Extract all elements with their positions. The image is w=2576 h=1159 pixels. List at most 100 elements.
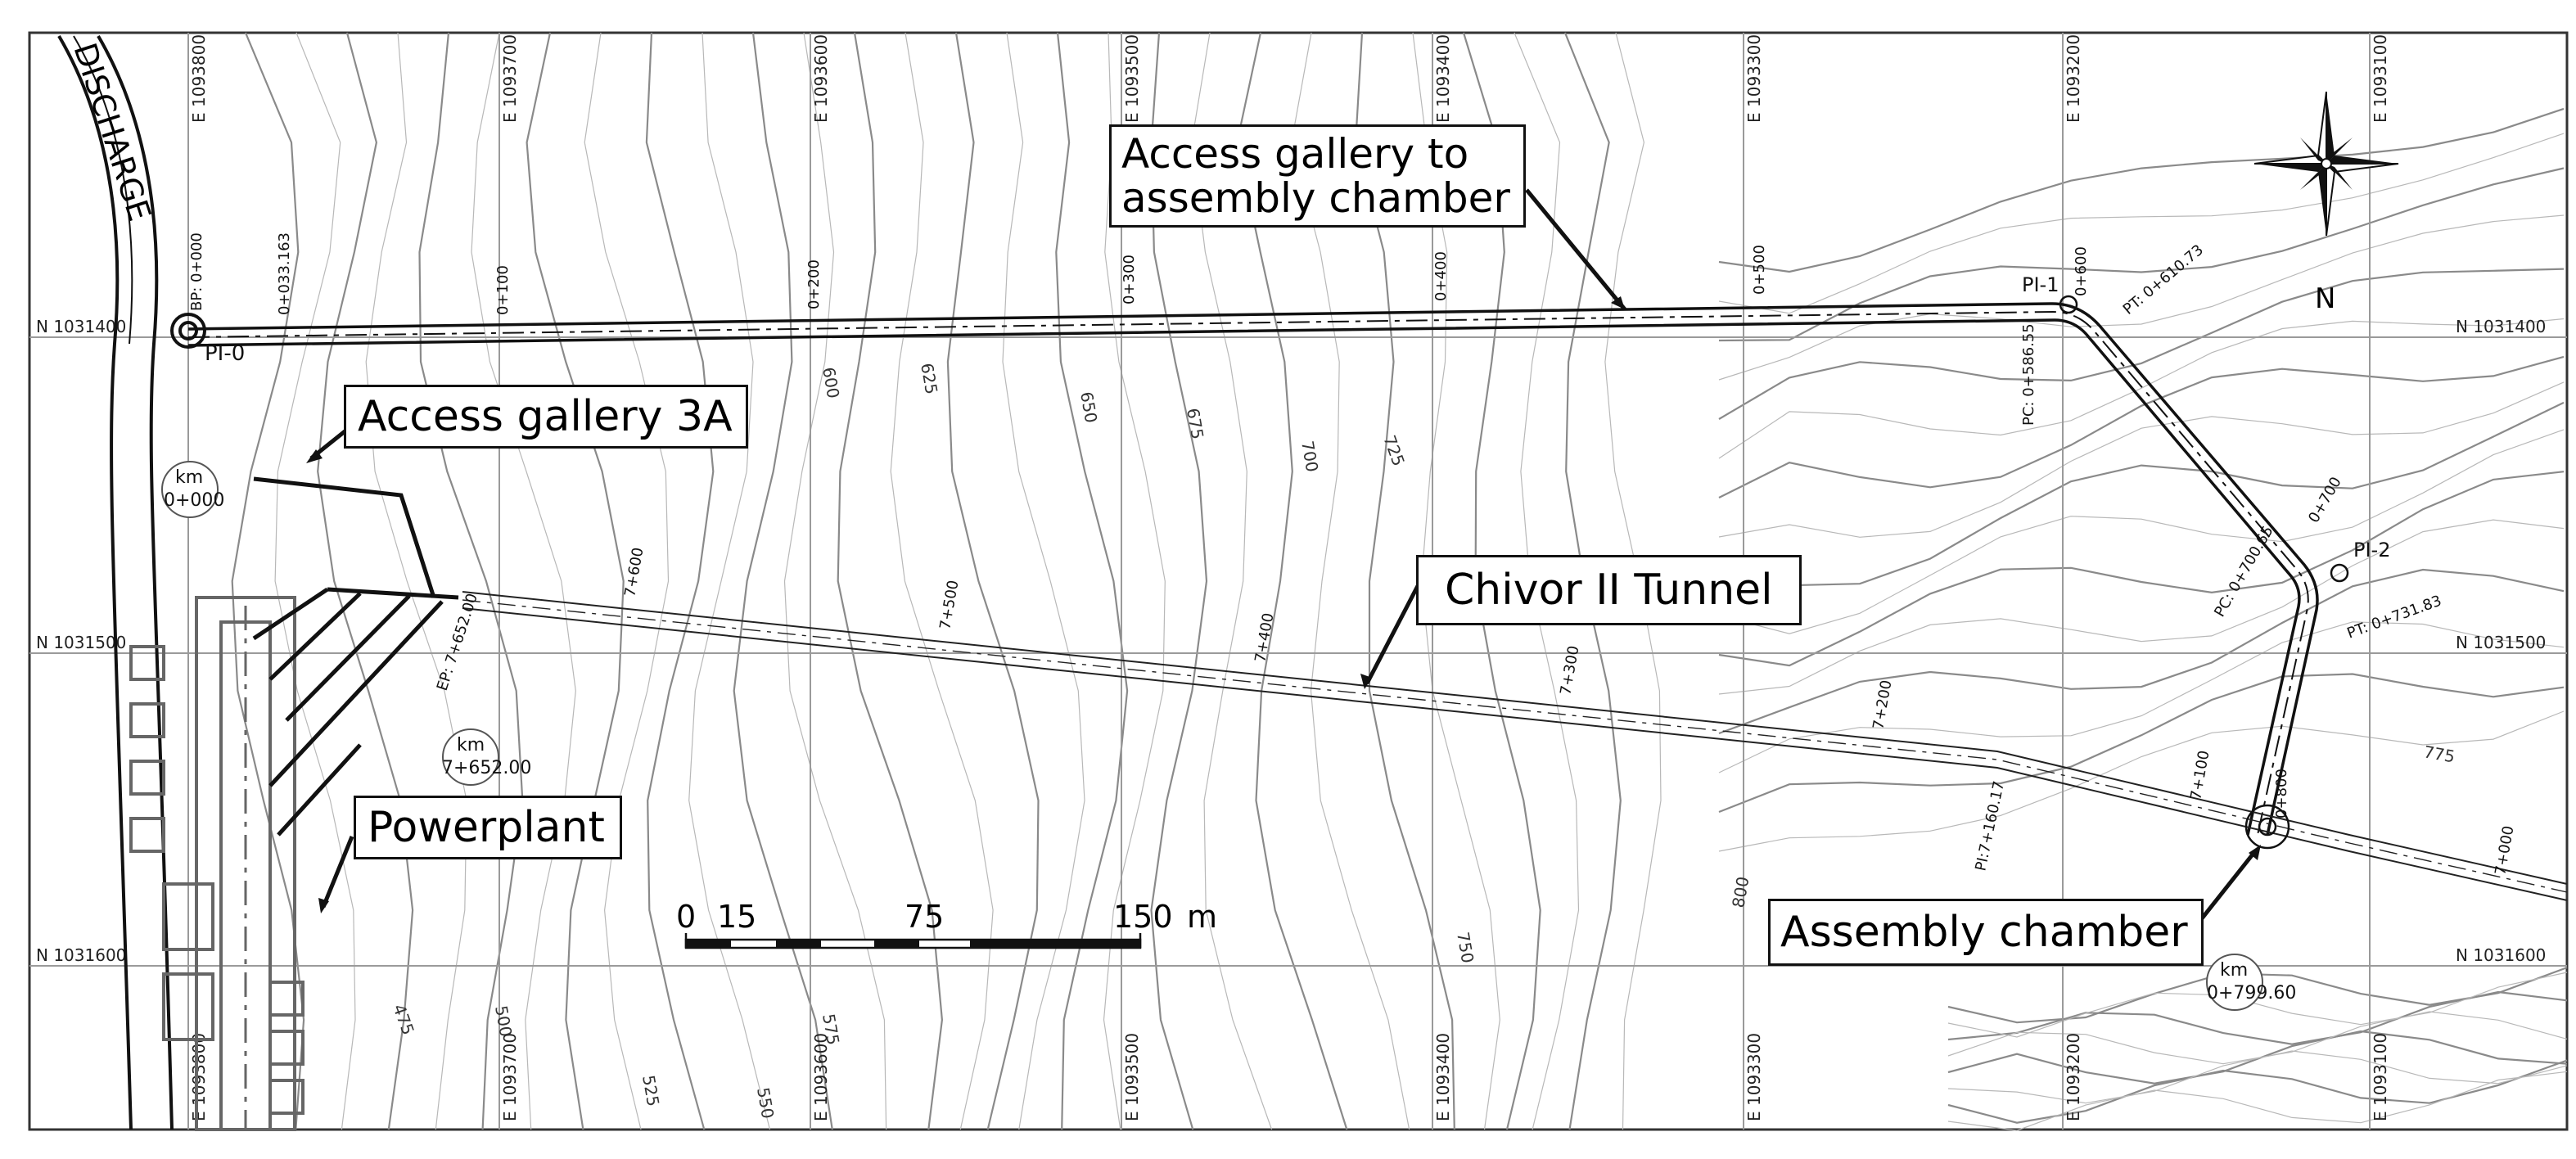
contour-line — [1718, 381, 2565, 538]
callout-line: Powerplant — [368, 803, 605, 852]
callout-line: Chivor II Tunnel — [1445, 566, 1773, 615]
pi-1-label: PI-1 — [2022, 273, 2059, 296]
callout-access-gallery-to-assembly: Access gallery to assembly chamber — [1109, 124, 1526, 228]
contour-line — [1718, 568, 2565, 735]
leader-arrowheads — [306, 296, 2261, 913]
station-label: 0+033.163 — [276, 232, 293, 315]
pi-2-marker — [2330, 563, 2349, 583]
easting-labels-bottom: E 1093800 E 1093700 E 1093600 E 1093500 … — [189, 1033, 2390, 1121]
easting-label: E 1093400 — [1433, 34, 1453, 123]
km-label: km — [175, 467, 203, 488]
contour-line — [1718, 710, 2565, 852]
northing-label: N 1031400 — [36, 317, 126, 336]
pi-1-marker — [2059, 295, 2078, 314]
contour-line — [1718, 621, 2565, 773]
contour-line — [1718, 429, 2565, 634]
easting-label: E 1093100 — [2371, 34, 2390, 123]
contour-line — [526, 32, 625, 1130]
northing-label: N 1031600 — [36, 945, 126, 965]
km-label: km — [2220, 960, 2248, 981]
easting-label: E 1093200 — [2064, 1033, 2083, 1121]
northing-label: N 1031600 — [2456, 945, 2546, 965]
contour-line — [1718, 318, 2565, 459]
station-label: 0+200 — [805, 259, 823, 309]
easting-label: E 1093800 — [189, 34, 209, 123]
callout-line: Access gallery to — [1121, 130, 1469, 178]
contour-line — [365, 32, 467, 1130]
contour-line — [1718, 133, 2565, 314]
easting-label: E 1093700 — [500, 1033, 520, 1121]
easting-label: E 1093600 — [811, 1033, 831, 1121]
easting-label: E 1093800 — [189, 1033, 209, 1121]
contour-line — [317, 32, 414, 1130]
easting-label: E 1093200 — [2064, 34, 2083, 123]
station-label: 0+800 — [2273, 769, 2290, 819]
scale-bar — [684, 933, 1142, 949]
callout-access-gallery-3a: Access gallery 3A — [344, 385, 748, 449]
contour-line — [1718, 519, 2565, 695]
callout-line: Assembly chamber — [1780, 908, 2188, 957]
discharge-channel — [57, 34, 174, 1130]
contour-line — [1947, 1050, 2568, 1104]
easting-label: E 1093500 — [1122, 34, 1142, 123]
scale-unit: m — [1187, 899, 1218, 935]
assembly-chamber-marker — [2244, 804, 2290, 850]
callout-line: assembly chamber — [1121, 174, 1510, 222]
km-value-label: 0+000 — [164, 490, 224, 511]
contour-line — [1947, 1059, 2568, 1124]
pi-2-label: PI-2 — [2353, 539, 2390, 561]
contour-line — [1718, 268, 2565, 420]
easting-label: E 1093400 — [1433, 1033, 1453, 1121]
easting-label: E 1093300 — [1744, 34, 1764, 123]
easting-label: E 1093100 — [2371, 1033, 2390, 1121]
callout-assembly-chamber: Assembly chamber — [1768, 899, 2204, 967]
minor-contour-lines — [274, 32, 2568, 1131]
easting-labels-top: E 1093800 E 1093700 E 1093600 E 1093500 … — [189, 34, 2390, 123]
powerplant-structure — [129, 596, 305, 1131]
contour-line — [584, 32, 670, 1130]
station-label: 0+100 — [494, 265, 512, 315]
contour-labels: 475 500 525 550 575 600 625 650 675 700 … — [389, 362, 2456, 1121]
easting-label: E 1093300 — [1744, 1033, 1764, 1121]
station-label: 0+300 — [1121, 255, 1138, 304]
callout-powerplant: Powerplant — [354, 796, 622, 860]
chivor-ii-tunnel-route — [462, 591, 2568, 901]
km-circles — [161, 461, 2263, 1011]
northing-label: N 1031400 — [2456, 317, 2546, 336]
contour-line — [1718, 673, 2565, 814]
scale-label-75: 75 — [905, 899, 945, 935]
contour-line — [1947, 1071, 2568, 1131]
callout-chivor-ii-tunnel: Chivor II Tunnel — [1416, 555, 1802, 626]
contour-line — [418, 32, 524, 1130]
contour-line — [1718, 107, 2565, 273]
contour-line — [645, 32, 715, 1130]
contour-line — [1718, 167, 2565, 342]
contour-line — [471, 32, 576, 1130]
north-arrow-icon — [2253, 91, 2399, 237]
access-gallery-to-assembly-route — [187, 302, 2319, 836]
bp-label: BP: 0+000 — [188, 232, 205, 311]
easting-label: E 1093700 — [500, 34, 520, 123]
contour-line — [1947, 972, 2568, 1038]
station-label: 0+500 — [1751, 245, 1768, 295]
km-value-label: 7+652.00 — [442, 758, 531, 778]
station-label: 0+600 — [2073, 246, 2090, 296]
contour-line — [1718, 214, 2565, 381]
contour-line — [1718, 355, 2565, 498]
north-label: N — [2315, 282, 2336, 315]
scale-label-150: 150 — [1113, 899, 1173, 935]
northing-label: N 1031500 — [36, 633, 126, 652]
access-gallery-3a-branches — [252, 476, 459, 837]
contour-line — [1718, 401, 2565, 587]
pi-0-marker — [170, 313, 206, 349]
station-label: 0+400 — [1432, 251, 1450, 301]
contour-line — [274, 32, 356, 1130]
scale-label-15: 15 — [717, 899, 757, 935]
easting-label: E 1093500 — [1122, 1033, 1142, 1121]
km-value-label: 0+799.60 — [2207, 983, 2296, 1003]
pc-label: PC: 0+586.55 — [2020, 323, 2037, 426]
scale-label-0: 0 — [676, 899, 697, 935]
callout-line: Access gallery 3A — [358, 392, 733, 441]
contour-line — [1718, 471, 2565, 667]
easting-label: E 1093600 — [811, 34, 831, 123]
